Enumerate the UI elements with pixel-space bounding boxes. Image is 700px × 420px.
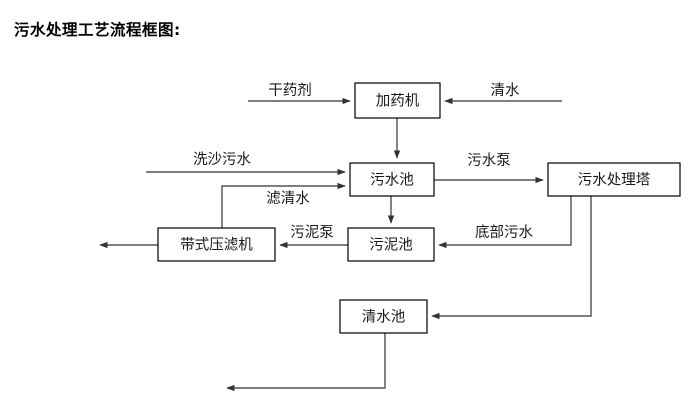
node-sludge-pool-label: 污泥池 <box>369 237 413 254</box>
edge-sludge-pump: 污泥泵 <box>279 224 348 249</box>
node-belt-filter-press[interactable]: 带式压滤机 <box>157 227 276 262</box>
edge-label-dry-agent: 干药剂 <box>268 82 312 99</box>
node-clean-water-pool-label: 清水池 <box>362 309 406 326</box>
edge-label-filtrate: 滤清水 <box>266 190 310 207</box>
node-sludge-pool[interactable]: 污泥池 <box>347 227 435 262</box>
node-dosing-machine-box <box>354 82 441 119</box>
node-sewage-pool-box <box>349 162 435 197</box>
node-sewage-pool[interactable]: 污水池 <box>349 162 435 197</box>
node-dosing-machine-label: 加药机 <box>376 93 420 110</box>
node-clean-water-pool-box <box>339 299 428 334</box>
edge-tower-to-clean-water <box>431 196 592 320</box>
node-sewage-pool-label: 污水池 <box>370 172 414 189</box>
edge-bottom-sewage: 底部污水 <box>438 196 572 249</box>
edge-label-clean-water: 清水 <box>491 82 520 99</box>
node-clean-water-pool[interactable]: 清水池 <box>339 299 428 334</box>
node-sludge-pool-box <box>347 227 435 262</box>
page-title: 污水处理工艺流程框图: <box>14 21 181 39</box>
edge-filtrate-return: 滤清水 <box>221 182 346 228</box>
node-sewage-treatment-tower-label: 污水处理塔 <box>578 172 651 189</box>
edge-clean-water-in: 清水 <box>444 82 562 105</box>
edge-label-sand-wash-sewage: 洗沙污水 <box>193 151 251 168</box>
edge-label-sludge-pump: 污泥泵 <box>290 224 334 241</box>
edge-recycle-use <box>226 333 386 392</box>
node-dosing-machine[interactable]: 加药机 <box>354 82 441 119</box>
node-sewage-treatment-tower[interactable]: 污水处理塔 <box>547 162 681 197</box>
edge-label-sewage-pump: 污水泵 <box>467 152 511 169</box>
edge-dry-agent-in: 干药剂 <box>248 82 351 105</box>
edge-label-bottom-sewage: 底部污水 <box>475 224 533 241</box>
node-belt-filter-press-label: 带式压滤机 <box>180 237 253 254</box>
edge-sand-wash-sewage-in: 洗沙污水 <box>146 151 346 176</box>
node-belt-filter-press-box <box>157 227 276 262</box>
edge-sewage-pump: 污水泵 <box>434 152 544 184</box>
node-sewage-treatment-tower-box <box>547 162 681 197</box>
